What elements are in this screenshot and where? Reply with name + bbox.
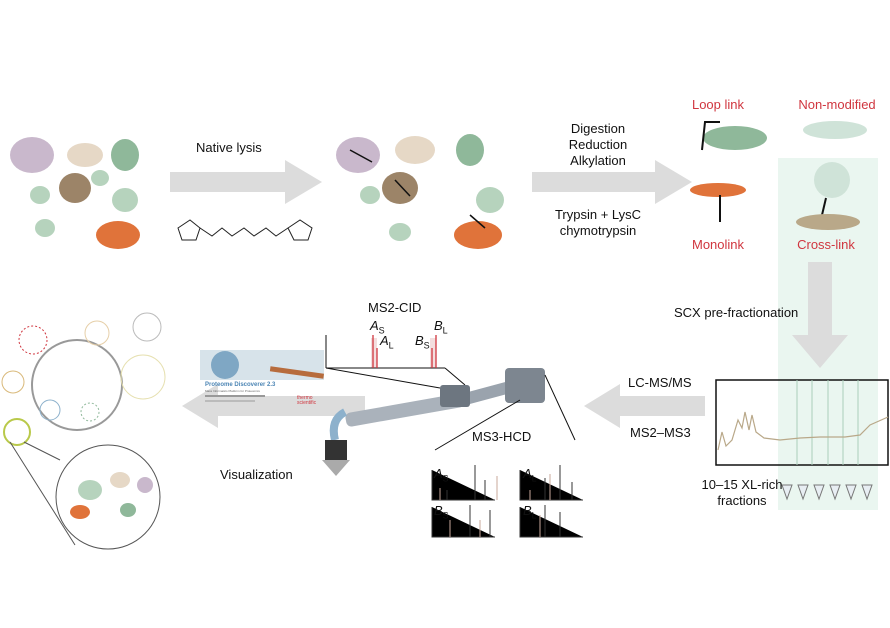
- cross-link-peptide: [796, 162, 860, 230]
- ms3-hcd-spectra: [431, 465, 583, 538]
- digestion-label: Digestion: [570, 121, 626, 136]
- ms3-al: AL: [523, 466, 537, 484]
- peak-bl: BL: [434, 318, 448, 336]
- arrow-lcms: [584, 384, 705, 428]
- fractions-line-1: 10–15 XL-rich: [701, 477, 783, 492]
- alkylation-label: Alkylation: [570, 153, 626, 168]
- ms2-cid-title: MS2-CID: [368, 300, 422, 315]
- fractions-label: 10–15 XL-rich fractions: [702, 477, 783, 509]
- scx-label: SCX pre-fractionation: [674, 305, 799, 320]
- enzymes: Trypsin + LysC chymotrypsin: [555, 207, 641, 239]
- software-name: Proteome Discoverer 2.3: [205, 382, 276, 388]
- software-subtitle: Mass Informatics Platform for Proteomics: [205, 389, 260, 393]
- monolink-peptide: [690, 183, 746, 222]
- thermo-logo: thermo scientific: [297, 396, 316, 406]
- loop-link-label: Loop link: [691, 97, 745, 112]
- crosslink-network-visualization: [1, 312, 166, 550]
- cross-link-label: Cross-link: [797, 237, 855, 252]
- ms3-as: AS: [434, 466, 449, 484]
- peak-al: AL: [380, 333, 394, 351]
- non-modified-peptide: [803, 121, 867, 139]
- visualization-label: Visualization: [220, 467, 293, 482]
- ms3-bl: BL: [523, 503, 537, 521]
- arrow-visualization: [182, 384, 365, 428]
- brand-line-2: scientific: [297, 400, 317, 406]
- dsso-crosslinker-structure: [177, 219, 313, 241]
- scx-chromatogram: [715, 379, 889, 466]
- arrow-digestion: [532, 160, 692, 204]
- ms3-hcd-title: MS3-HCD: [472, 429, 532, 444]
- chymotrypsin-label: chymotrypsin: [559, 223, 637, 238]
- mass-spectrometer-instrument: [322, 368, 576, 476]
- peak-as: AS: [370, 318, 385, 336]
- non-modified-label: Non-modified: [798, 97, 876, 112]
- native-protein-complexes: [10, 137, 140, 249]
- brand-line-1: thermo: [297, 395, 313, 401]
- trypsin-label: Trypsin + LysC: [554, 207, 642, 222]
- peak-bs: BS: [415, 333, 430, 351]
- fraction-tubes: [781, 484, 873, 501]
- proteome-discoverer-splash: [200, 350, 325, 402]
- ms2-cid-spectrum: [325, 335, 466, 389]
- fractions-line-2: fractions: [717, 493, 767, 508]
- monolink-label: Monolink: [691, 237, 745, 252]
- arrow-scx: [792, 262, 848, 368]
- native-lysis-label: Native lysis: [196, 140, 262, 155]
- digestion-steps: Digestion Reduction Alkylation: [569, 121, 628, 169]
- ms2-ms3-label: MS2–MS3: [630, 425, 691, 440]
- arrow-lysis: [170, 160, 322, 204]
- lcms-label: LC-MS/MS: [628, 375, 692, 390]
- loop-link-peptide: [701, 121, 767, 151]
- ms3-bs: BS: [434, 503, 449, 521]
- crosslinked-protein-complexes: [336, 134, 504, 249]
- reduction-label: Reduction: [568, 137, 628, 152]
